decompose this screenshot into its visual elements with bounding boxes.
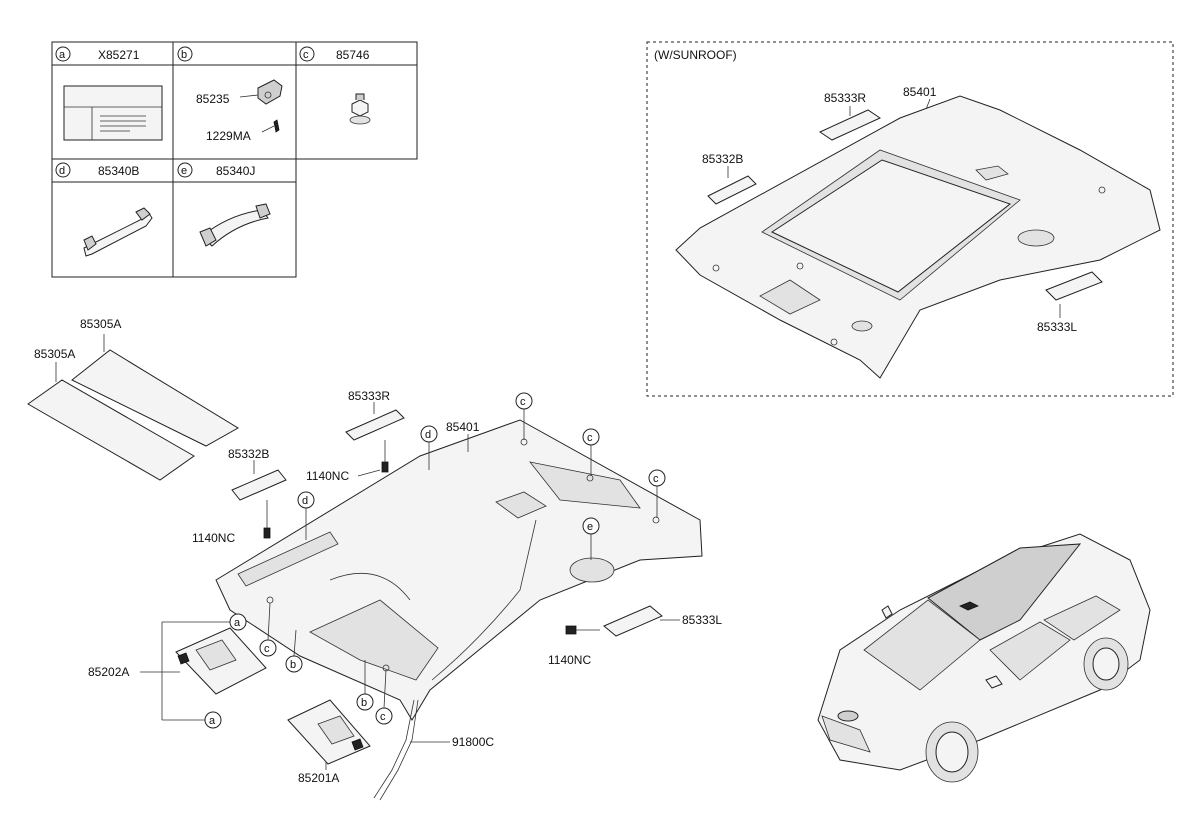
- grab-handle-icon: [199, 203, 271, 247]
- label-bolt-2: 1140NC: [192, 531, 235, 545]
- legend-letter-d: d: [59, 165, 65, 177]
- bolt-1140NC-b: 1140NC: [192, 500, 271, 545]
- legend-letter-c: c: [303, 49, 309, 61]
- legend-part-b1: 85235: [196, 92, 230, 106]
- sunroof-bracket-85332B: [707, 175, 757, 205]
- label-bolt-1: 1140NC: [306, 469, 349, 483]
- legend-letter-b: b: [181, 49, 187, 61]
- bracket-85333R: 85333R: [345, 389, 405, 441]
- headlining-main: [215, 419, 703, 721]
- label-visor-rh: 85201A: [298, 771, 339, 785]
- label-visor-lh: 85202A: [88, 665, 129, 679]
- callout-c-4: c: [264, 643, 270, 655]
- callout-d-1: d: [425, 429, 431, 441]
- label-bracket-r: 85333R: [348, 389, 390, 403]
- legend-part-a: X85271: [98, 48, 140, 62]
- legend-letter-e: e: [181, 165, 187, 177]
- sunroof-label-85333L: 85333L: [1037, 320, 1077, 334]
- sunroof-label-85333R: 85333R: [824, 91, 866, 105]
- callout-c-3: c: [653, 473, 659, 485]
- car-illustration: [817, 533, 1151, 783]
- legend-cell-e: e 85340J: [177, 162, 271, 247]
- label-pad-lower: 85305A: [34, 347, 75, 361]
- callout-c-1: c: [520, 396, 526, 408]
- callout-c-2: c: [587, 432, 593, 444]
- insulation-pad-upper: 85305A: [71, 317, 239, 447]
- insulation-pad-lower: 85305A: [27, 347, 195, 481]
- callout-e-1: e: [587, 521, 593, 533]
- legend-part-e: 85340J: [216, 164, 255, 178]
- callout-b-2: b: [361, 697, 367, 709]
- wiring-harness-91800C: 91800C: [373, 699, 494, 801]
- callout-a-2: a: [209, 715, 216, 727]
- callout-b-1: b: [290, 659, 296, 671]
- clip-icon: [239, 79, 283, 133]
- legend-cell-c: c 85746: [299, 46, 371, 125]
- legend-part-c: 85746: [336, 48, 370, 62]
- label-sticker-icon: [63, 85, 163, 141]
- callout-d-2: d: [302, 495, 308, 507]
- legend-cell-a: a X85271: [55, 46, 163, 141]
- bolt-1140NC-a: 1140NC: [306, 440, 389, 483]
- fastener-icon: [349, 93, 371, 125]
- bracket-85332B: 85332B: [228, 447, 287, 501]
- label-headlining: 85401: [446, 420, 480, 434]
- legend-cell-b: b 85235 1229MA: [177, 46, 283, 143]
- label-bolt-3: 1140NC: [548, 653, 591, 667]
- label-bracket-b: 85332B: [228, 447, 269, 461]
- callout-circles: c c c d d e a a c b b c: [204, 392, 666, 729]
- legend-part-b2: 1229MA: [206, 129, 251, 143]
- label-pad-upper: 85305A: [80, 317, 121, 331]
- sunroof-label-85332B: 85332B: [702, 152, 743, 166]
- assist-handle-icon: [83, 207, 153, 257]
- label-wiring: 91800C: [452, 735, 494, 749]
- sun-visor-lh: 85202A: [88, 621, 267, 721]
- sunroof-headlining: [675, 95, 1161, 379]
- bracket-85333L: 85333L: [603, 605, 722, 637]
- sunroof-label-85401: 85401: [903, 85, 937, 99]
- label-bracket-l: 85333L: [682, 613, 722, 627]
- callout-a-1: a: [234, 617, 241, 629]
- bolt-1140NC-c: 1140NC: [548, 625, 600, 667]
- legend-part-d: 85340B: [98, 164, 139, 178]
- sunroof-bracket-85333L: [1045, 271, 1103, 301]
- sunroof-bracket-85333R: [818, 109, 882, 141]
- sun-visor-rh: 85201A: [287, 699, 371, 785]
- sunroof-inset: (W/SUNROOF) 85333R 85401 85332B 85333L: [646, 41, 1174, 397]
- sunroof-title: (W/SUNROOF): [654, 48, 737, 62]
- callout-c-5: c: [380, 711, 386, 723]
- legend-cell-d: d 85340B: [55, 162, 153, 257]
- legend-table: a X85271 b 85235 1229MA: [51, 41, 418, 278]
- legend-letter-a: a: [59, 49, 66, 61]
